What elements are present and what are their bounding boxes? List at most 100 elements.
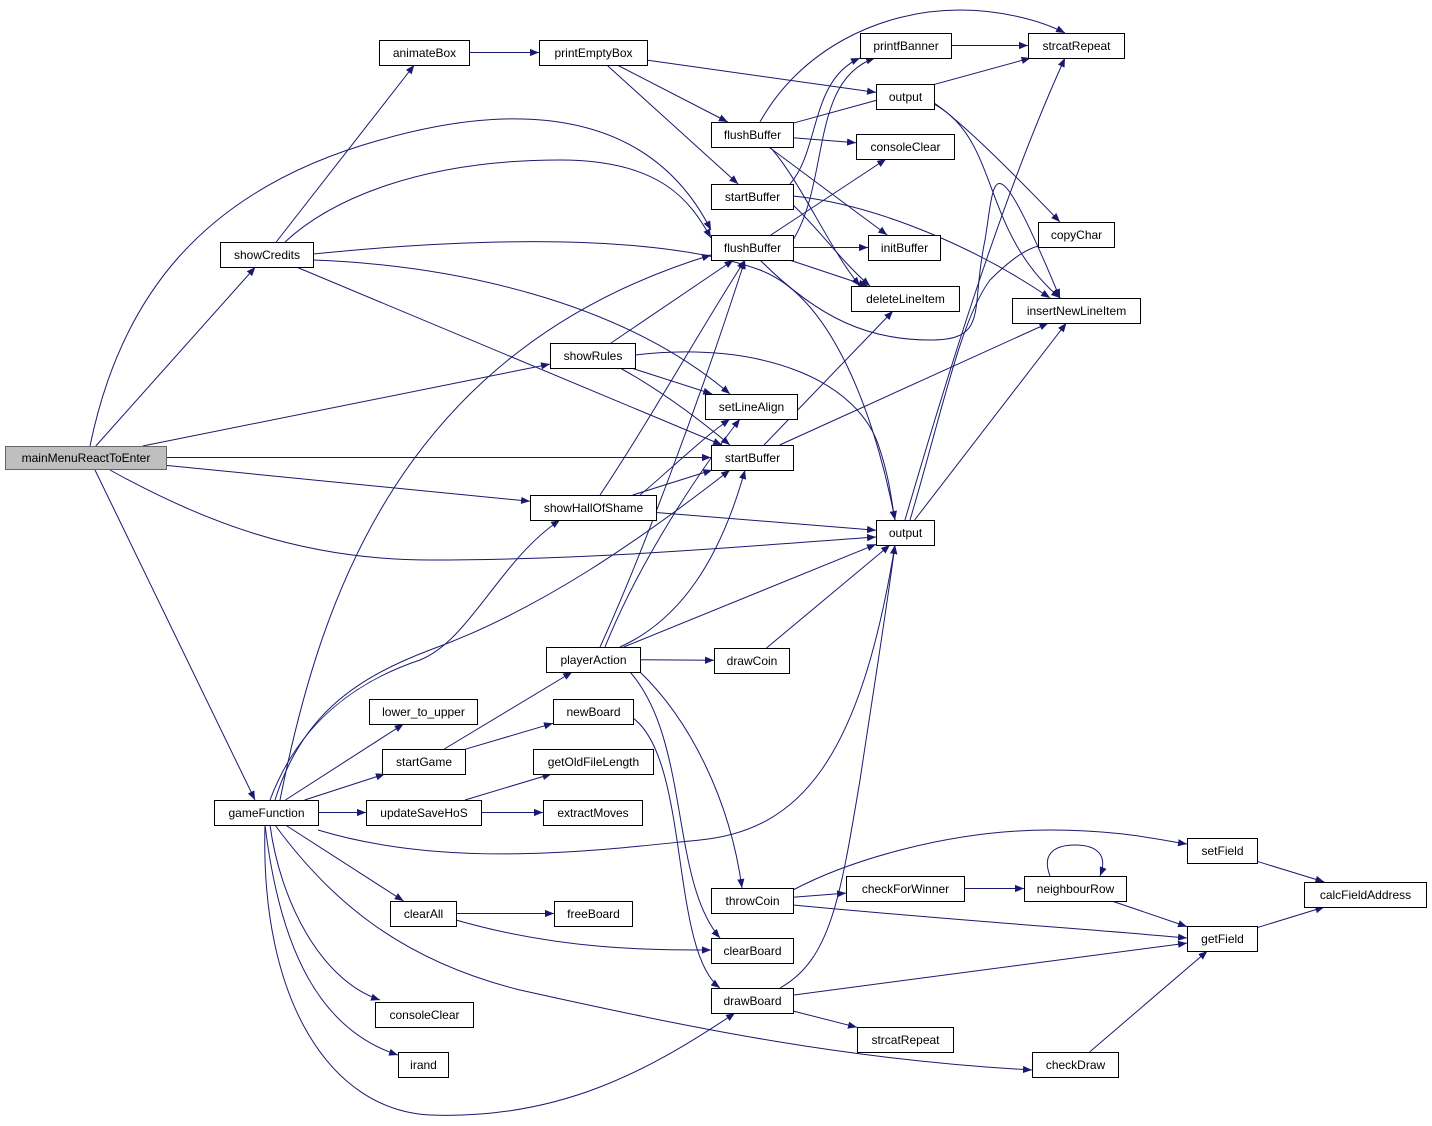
node-gameFunction[interactable]: gameFunction <box>214 800 319 826</box>
edge-gameFunction-to-flushBuffer_mid <box>279 254 712 801</box>
node-label-copyChar: copyChar <box>1051 228 1102 242</box>
edge-showRules-to-startBuffer_mid <box>619 367 731 446</box>
edge-startBuffer_top-to-printfBanner <box>789 57 861 185</box>
edge-throwCoin-to-checkForWinner <box>792 890 847 898</box>
node-newBoard[interactable]: newBoard <box>553 699 634 725</box>
node-box-drawCoin <box>714 648 790 674</box>
node-mainMenuReactToEnter[interactable]: mainMenuReactToEnter <box>5 446 167 470</box>
node-flushBuffer_top[interactable]: flushBuffer <box>711 122 794 148</box>
node-deleteLineItem[interactable]: deleteLineItem <box>851 286 960 312</box>
node-output_top[interactable]: output <box>876 84 935 110</box>
node-box-setField <box>1187 838 1258 864</box>
node-drawCoin[interactable]: drawCoin <box>714 648 790 674</box>
node-extractMoves[interactable]: extractMoves <box>543 800 643 826</box>
node-showCredits[interactable]: showCredits <box>220 242 314 268</box>
edge-gameFunction-to-irand <box>264 824 399 1056</box>
node-clearBoard[interactable]: clearBoard <box>711 938 794 964</box>
node-label-calcFieldAddress: calcFieldAddress <box>1320 888 1411 902</box>
edge-gameFunction-to-clearAll <box>285 824 404 902</box>
node-strcatRepeat_bot[interactable]: strcatRepeat <box>857 1027 954 1053</box>
node-lower_to_upper[interactable]: lower_to_upper <box>369 699 478 725</box>
node-box-initBuffer <box>868 235 941 261</box>
edge-drawCoin-to-output_mid <box>766 544 891 649</box>
edge-showHallOfShame-to-setLineAlign <box>639 418 731 496</box>
edge-printEmptyBox-to-flushBuffer_top <box>616 64 729 123</box>
node-insertNewLineItem[interactable]: insertNewLineItem <box>1012 298 1141 324</box>
edge-showCredits-to-startBuffer_mid <box>296 266 723 446</box>
node-startGame[interactable]: startGame <box>382 749 466 775</box>
node-label-newBoard: newBoard <box>566 705 620 719</box>
node-box-checkForWinner <box>846 876 965 902</box>
edge-gameFunction-to-drawBoard <box>264 824 736 1116</box>
edge-playerAction-to-drawCoin <box>639 656 715 664</box>
edge-showHallOfShame-to-startBuffer_mid <box>632 469 713 496</box>
node-initBuffer[interactable]: initBuffer <box>868 235 941 261</box>
node-label-neighbourRow: neighbourRow <box>1037 882 1115 896</box>
node-checkDraw[interactable]: checkDraw <box>1032 1052 1119 1078</box>
node-label-consoleClear_top: consoleClear <box>870 140 940 154</box>
node-drawBoard[interactable]: drawBoard <box>711 988 794 1014</box>
node-printfBanner[interactable]: printfBanner <box>860 33 952 59</box>
edge-printEmptyBox-to-startBuffer_top <box>606 64 739 185</box>
node-box-getOldFileLength <box>533 749 654 775</box>
node-freeBoard[interactable]: freeBoard <box>554 901 633 927</box>
edge-startBuffer_mid-to-deleteLineItem <box>763 310 894 446</box>
node-neighbourRow[interactable]: neighbourRow <box>1024 876 1127 902</box>
node-updateSaveHoS[interactable]: updateSaveHoS <box>366 800 482 826</box>
node-consoleClear_bot[interactable]: consoleClear <box>375 1002 474 1028</box>
node-box-animateBox <box>379 40 470 66</box>
node-getField[interactable]: getField <box>1187 926 1258 952</box>
node-box-strcatRepeat_bot <box>857 1027 954 1053</box>
node-checkForWinner[interactable]: checkForWinner <box>846 876 965 902</box>
nodes-layer: mainMenuReactToEnter animateBox printEmpty… <box>5 33 1427 1078</box>
node-label-playerAction: playerAction <box>560 653 626 667</box>
node-startBuffer_top[interactable]: startBuffer <box>711 184 794 210</box>
node-printEmptyBox[interactable]: printEmptyBox <box>539 40 648 66</box>
node-showHallOfShame[interactable]: showHallOfShame <box>530 495 657 521</box>
node-label-drawBoard: drawBoard <box>723 994 781 1008</box>
edge-mainMenuReactToEnter-to-gameFunction <box>94 469 256 801</box>
node-calcFieldAddress[interactable]: calcFieldAddress <box>1304 882 1427 908</box>
node-strcatRepeat_top[interactable]: strcatRepeat <box>1028 33 1125 59</box>
node-flushBuffer_mid[interactable]: flushBuffer <box>711 235 794 261</box>
node-throwCoin[interactable]: throwCoin <box>711 888 794 914</box>
node-box-output_mid <box>876 520 935 546</box>
node-box-freeBoard <box>554 901 633 927</box>
node-showRules[interactable]: showRules <box>550 343 636 369</box>
edge-gameFunction-to-output_mid <box>317 544 898 855</box>
edge-output_mid-to-insertNewLineItem <box>914 322 1067 521</box>
node-box-mainMenuReactToEnter <box>5 446 167 470</box>
node-startBuffer_mid[interactable]: startBuffer <box>711 445 794 471</box>
node-label-checkForWinner: checkForWinner <box>862 882 949 896</box>
edge-gameFunction-to-consoleClear_bot <box>269 824 381 1001</box>
node-label-startGame: startGame <box>396 755 452 769</box>
node-box-consoleClear_top <box>856 134 955 160</box>
node-label-insertNewLineItem: insertNewLineItem <box>1027 304 1126 318</box>
node-clearAll[interactable]: clearAll <box>390 901 457 927</box>
edge-drawBoard-to-getField <box>792 940 1188 996</box>
node-label-drawCoin: drawCoin <box>727 654 778 668</box>
node-consoleClear_top[interactable]: consoleClear <box>856 134 955 160</box>
edge-getField-to-calcFieldAddress <box>1256 906 1325 929</box>
edge-output_mid-to-copyChar <box>909 240 1061 521</box>
edge-playerAction-to-throwCoin <box>639 671 745 889</box>
node-playerAction[interactable]: playerAction <box>546 647 641 673</box>
edge-startGame-to-playerAction <box>444 671 573 750</box>
node-box-startBuffer_top <box>711 184 794 210</box>
edge-playerAction-to-flushBuffer_mid <box>599 259 746 648</box>
node-irand[interactable]: irand <box>398 1052 449 1078</box>
node-box-showHallOfShame <box>530 495 657 521</box>
node-animateBox[interactable]: animateBox <box>379 40 470 66</box>
node-setLineAlign[interactable]: setLineAlign <box>705 394 798 420</box>
edge-showCredits-to-setLineAlign <box>312 259 731 395</box>
node-box-showCredits <box>220 242 314 268</box>
node-getOldFileLength[interactable]: getOldFileLength <box>533 749 654 775</box>
node-copyChar[interactable]: copyChar <box>1038 222 1115 248</box>
edge-showRules-to-output_mid <box>634 351 897 521</box>
node-label-showRules: showRules <box>564 349 623 363</box>
node-output_mid[interactable]: output <box>876 520 935 546</box>
edge-checkDraw-to-getField <box>1089 950 1208 1053</box>
node-setField[interactable]: setField <box>1187 838 1258 864</box>
node-box-copyChar <box>1038 222 1115 248</box>
node-label-strcatRepeat_top: strcatRepeat <box>1042 39 1111 53</box>
